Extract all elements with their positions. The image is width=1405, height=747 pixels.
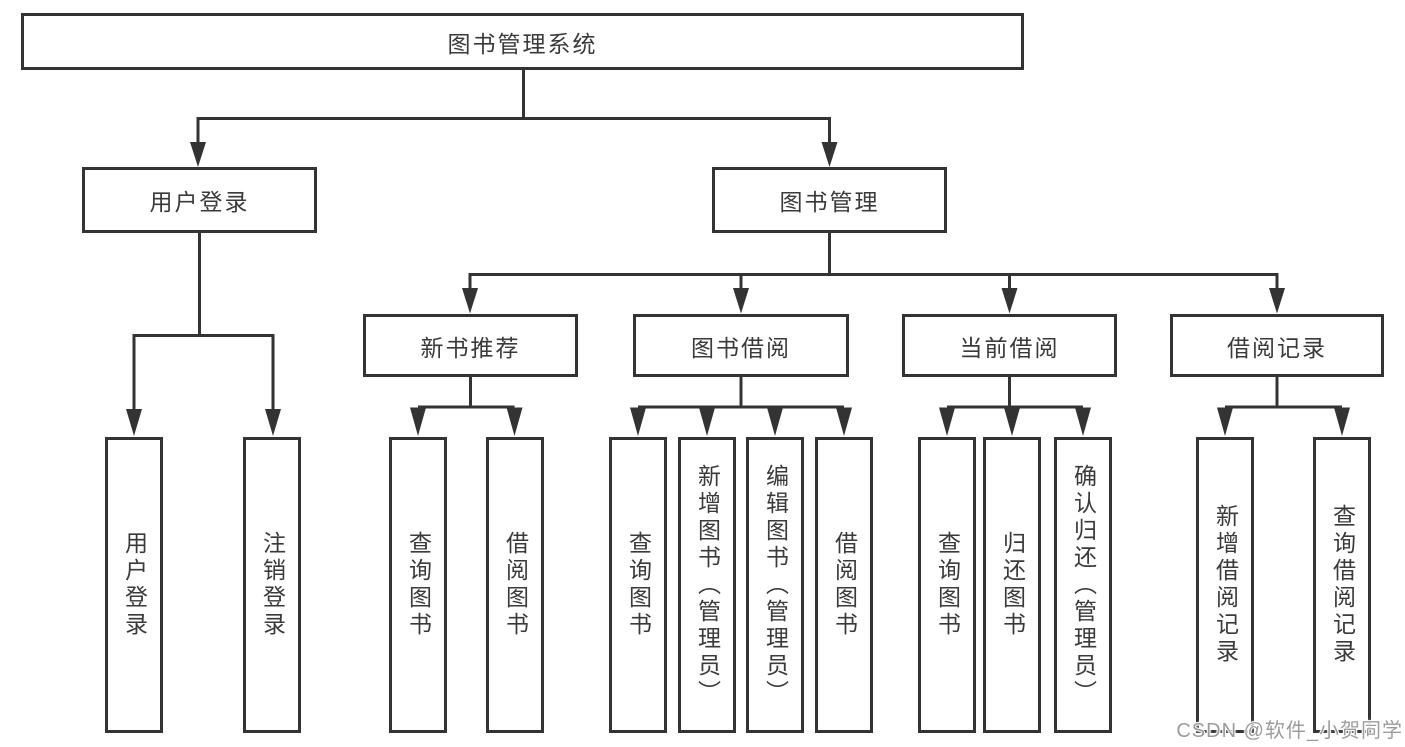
arrowhead xyxy=(699,407,715,436)
leaf-logout: 注销登录 xyxy=(243,437,301,733)
leaf-user-login: 用户登录 xyxy=(105,437,163,733)
leaf-query-books-2: 查询图书 xyxy=(609,437,667,733)
node-current-borrowing: 当前借阅 xyxy=(902,314,1117,377)
arrowhead xyxy=(1075,407,1091,436)
arrowhead xyxy=(733,288,749,314)
node-user-login: 用户登录 xyxy=(82,167,317,233)
arrowhead xyxy=(506,407,523,436)
leaf-query-borrow-record: 查询借阅记录 xyxy=(1313,437,1371,733)
leaf-borrow-books-2: 借阅图书 xyxy=(815,437,873,733)
node-borrowing-records: 借阅记录 xyxy=(1170,314,1384,377)
arrowhead xyxy=(1004,407,1020,436)
leaf-query-books-3: 查询图书 xyxy=(918,437,976,733)
leaf-edit-books-admin: 编辑图书（管理员） xyxy=(746,437,804,733)
arrowhead xyxy=(462,288,478,314)
arrowhead xyxy=(836,407,852,436)
arrowhead xyxy=(821,142,838,167)
arrowhead xyxy=(1269,288,1285,314)
leaf-query-books-1: 查询图书 xyxy=(389,437,447,733)
arrowhead xyxy=(767,407,783,436)
arrowhead xyxy=(265,409,281,436)
arrowhead xyxy=(410,407,426,436)
arrowhead xyxy=(939,407,955,436)
arrowhead xyxy=(630,407,646,436)
arrowhead xyxy=(1217,407,1233,436)
connector-user-login-rail xyxy=(132,334,275,412)
arrowhead xyxy=(1001,288,1018,314)
connector-level2-rail xyxy=(196,117,831,146)
leaf-confirm-return-admin: 确认归还（管理员） xyxy=(1054,437,1112,733)
leaf-return-books: 归还图书 xyxy=(983,437,1041,733)
node-book-borrowing: 图书借阅 xyxy=(633,314,849,377)
node-new-book-recommendation: 新书推荐 xyxy=(363,314,578,377)
arrowhead xyxy=(190,142,206,167)
node-book-management: 图书管理 xyxy=(712,167,947,233)
connector-book-mgmt-rail xyxy=(468,273,1279,290)
csdn-watermark: CSDN @软件_小贺同学 xyxy=(1176,720,1403,742)
leaf-add-borrow-record: 新增借阅记录 xyxy=(1196,437,1254,733)
node-library-system: 图书管理系统 xyxy=(21,13,1024,70)
arrowhead xyxy=(126,409,142,436)
leaf-borrow-books-1: 借阅图书 xyxy=(486,437,544,733)
arrowhead xyxy=(1334,407,1350,436)
leaf-add-books-admin: 新增图书（管理员） xyxy=(678,437,736,733)
